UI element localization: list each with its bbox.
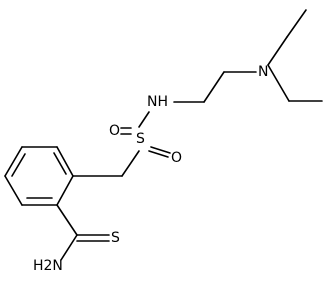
- ring-bond-top-inner: [53, 152, 67, 175]
- bond-ring-to-thioamide-c: [56, 204, 78, 236]
- ring-bond-top: [56, 146, 74, 177]
- bond-group: [4, 9, 323, 261]
- bond-ethyl1-ch2-to-ch3: [286, 9, 307, 38]
- bond-ch2-to-ch2: [203, 71, 225, 103]
- atom-label-n: N: [258, 64, 268, 80]
- atom-label-thioamide-s: S: [111, 230, 120, 246]
- ring-bond-left-upper: [4, 146, 23, 177]
- atom-label-nh2: H2N: [33, 258, 63, 274]
- bond-thioamide-c-to-n: [60, 234, 78, 261]
- atom-label-o-right: O: [171, 150, 182, 166]
- ring-bond-left-lower: [4, 175, 23, 206]
- ring-bond-left-upper-inner: [11, 153, 26, 177]
- ring-bond-right-lower: [56, 175, 74, 206]
- bond-n-to-ethyl1-ch2: [267, 36, 288, 66]
- label-group: N NH S O O S H2N: [33, 64, 268, 274]
- bond-n-to-ethyl2-ch2: [267, 64, 290, 102]
- bond-nh-to-s: [138, 111, 150, 128]
- atom-label-o-left: O: [109, 123, 120, 139]
- bond-s-to-o-right-double: [148, 150, 169, 158]
- bond-s-to-o-right: [150, 146, 171, 154]
- atom-label-nh: NH: [147, 94, 168, 110]
- bond-s-to-ch2: [121, 150, 140, 177]
- atom-label-s: S: [136, 131, 145, 147]
